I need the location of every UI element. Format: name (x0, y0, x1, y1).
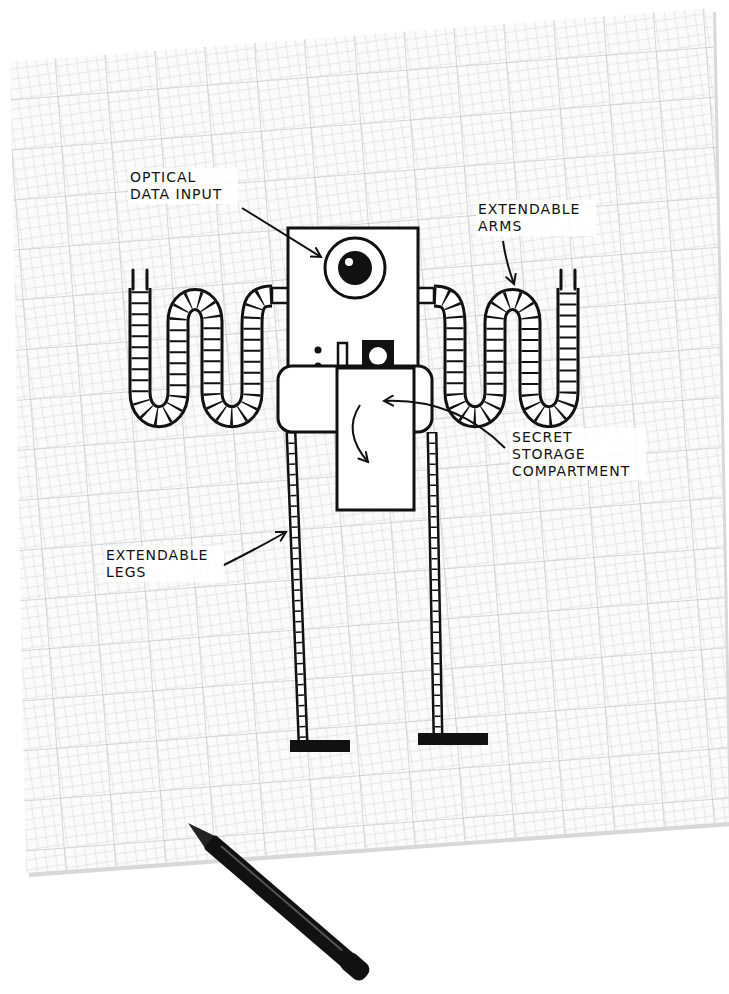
callout-label: OPTICAL DATA INPUT (128, 168, 238, 204)
dial (369, 347, 387, 365)
eye-pupil (338, 251, 372, 285)
button-dot (315, 347, 322, 354)
leader-lines (222, 208, 514, 566)
head-box (288, 228, 418, 376)
foot (290, 740, 350, 752)
pen (181, 815, 372, 983)
shoulder-joint (417, 288, 434, 303)
robot-body (278, 228, 432, 510)
eye-glint (345, 258, 353, 266)
leader-line (222, 532, 286, 566)
leader-line (384, 401, 505, 448)
optical-eye (325, 238, 385, 298)
graph-paper (10, 8, 729, 873)
callout-label: EXTENDABLE ARMS (476, 200, 596, 236)
shoulder-joint (272, 288, 289, 303)
callout-label: SECRET STORAGE COMPARTMENT (510, 428, 646, 480)
door-swing-arrow (353, 405, 368, 462)
callout-label: EXTENDABLE LEGS (104, 546, 224, 582)
leader-line (503, 241, 514, 284)
leader-line (242, 208, 321, 257)
arm-gripper (133, 270, 147, 289)
foot (418, 733, 488, 745)
paper-grid (10, 8, 729, 873)
storage-door (337, 368, 414, 510)
arm-gripper (561, 270, 575, 289)
